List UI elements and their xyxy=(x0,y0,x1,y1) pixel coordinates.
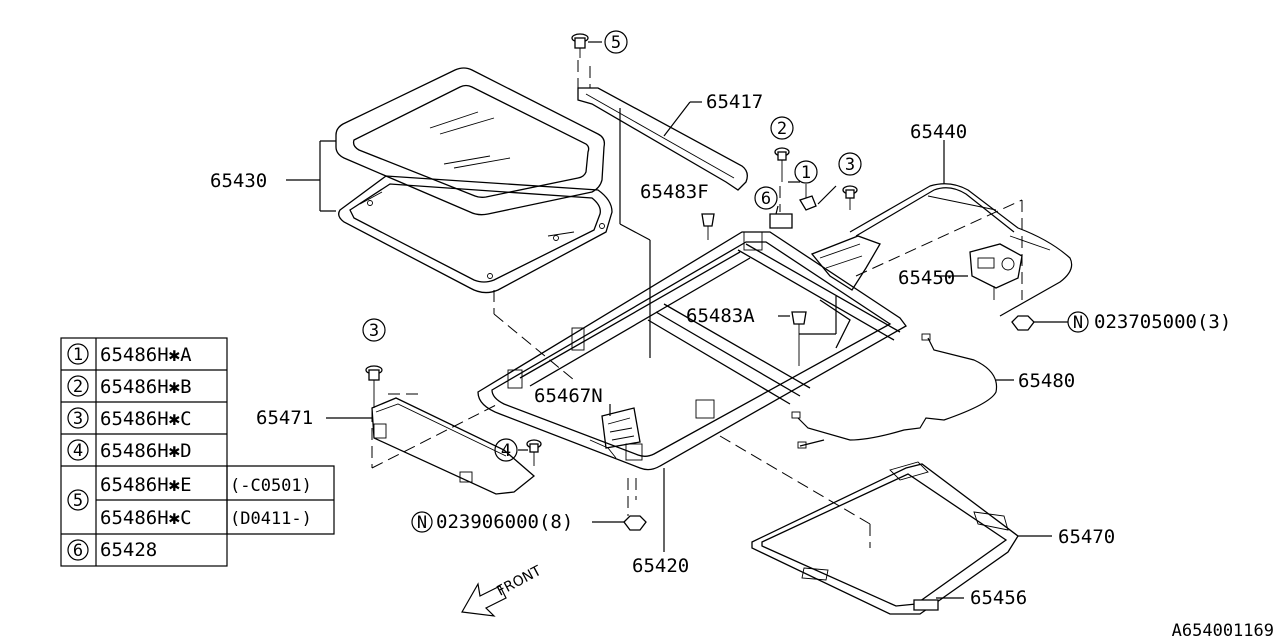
clip-65483A-drawing xyxy=(791,311,807,366)
screw-2-drawing xyxy=(774,147,790,182)
legend-part-1: 65486H✱A xyxy=(100,344,192,366)
legend-part-5a: 65486H✱E xyxy=(100,474,192,496)
sunroof-main-frame-drawing xyxy=(477,231,907,471)
label-65470: 65470 xyxy=(1058,526,1115,548)
screw-4-drawing xyxy=(526,439,542,466)
nut-1-code: 023705000(3) xyxy=(1094,311,1231,333)
legend-part-4: 65486H✱D xyxy=(100,440,192,462)
svg-text:6: 6 xyxy=(761,189,771,209)
legend-num-6: 6 xyxy=(73,541,83,561)
screw-3-lower-drawing xyxy=(365,365,383,408)
svg-text:3: 3 xyxy=(369,321,379,341)
label-65483A: 65483A xyxy=(686,305,755,327)
legend-range-5b: (D0411-) xyxy=(230,509,312,529)
legend-part-3: 65486H✱C xyxy=(100,408,192,430)
drive-cable-drawing xyxy=(849,183,1073,317)
glass-frame-drawing xyxy=(338,175,613,294)
callout-5: 5 xyxy=(604,30,628,54)
callout-1: 1 xyxy=(794,160,818,184)
label-65430: 65430 xyxy=(210,170,267,192)
front-arrow-icon xyxy=(461,582,507,617)
label-65420: 65420 xyxy=(632,555,689,577)
legend-part-5b: 65486H✱C xyxy=(100,507,192,529)
screw-3-upper-drawing xyxy=(842,185,858,210)
clip-6-drawing xyxy=(769,186,793,229)
label-65471: 65471 xyxy=(256,407,313,429)
legend-num-1: 1 xyxy=(73,345,83,365)
label-65440: 65440 xyxy=(910,121,967,143)
sunroof-motor-drawing xyxy=(969,243,1023,300)
callout-3-upper: 3 xyxy=(838,152,862,176)
legend-part-2: 65486H✱B xyxy=(100,376,192,398)
glass-panel-drawing xyxy=(335,67,606,216)
label-65480: 65480 xyxy=(1018,370,1075,392)
svg-text:1: 1 xyxy=(801,163,811,183)
clip-65483F-drawing xyxy=(701,213,715,240)
clip-65456-drawing xyxy=(913,599,939,611)
label-65483F: 65483F xyxy=(640,181,709,203)
label-65417: 65417 xyxy=(706,91,763,113)
callout-4: 4 xyxy=(494,438,518,462)
diagram-id: A654001169 xyxy=(1172,621,1274,640)
callout-6: 6 xyxy=(754,186,778,210)
screw-1-drawing xyxy=(799,184,817,211)
legend-num-5: 5 xyxy=(73,491,83,511)
legend-num-2: 2 xyxy=(73,377,83,397)
svg-text:2: 2 xyxy=(777,119,787,139)
label-65456: 65456 xyxy=(970,587,1027,609)
screw-5-drawing xyxy=(571,33,589,58)
svg-text:5: 5 xyxy=(611,33,621,53)
svg-text:3: 3 xyxy=(845,155,855,175)
legend-range-5a: (-C0501) xyxy=(230,476,312,496)
wire-harness-drawing xyxy=(791,333,998,449)
callout-2: 2 xyxy=(770,116,794,140)
nut-2-code: 023906000(8) xyxy=(436,511,573,533)
nut-1-drawing xyxy=(1011,315,1035,331)
parts-legend-table: 1 65486H✱A 2 65486H✱B 3 65486H✱C 4 65486… xyxy=(60,337,335,567)
svg-text:4: 4 xyxy=(501,441,511,461)
front-label: FRONT xyxy=(494,563,544,600)
legend-num-4: 4 xyxy=(73,441,83,461)
label-65450: 65450 xyxy=(898,267,955,289)
rear-bracket-drawing xyxy=(810,235,881,291)
legend-part-6: 65428 xyxy=(100,539,157,561)
nut-2-drawing xyxy=(623,515,647,531)
nut-2-symbol: N xyxy=(417,513,427,533)
nut-1-symbol: N xyxy=(1073,313,1083,333)
legend-num-3: 3 xyxy=(73,409,83,429)
callout-3-lower: 3 xyxy=(362,318,386,342)
guide-bracket-drawing xyxy=(601,407,641,449)
sunshade-drawing xyxy=(371,397,536,495)
label-65467N: 65467N xyxy=(534,385,603,407)
